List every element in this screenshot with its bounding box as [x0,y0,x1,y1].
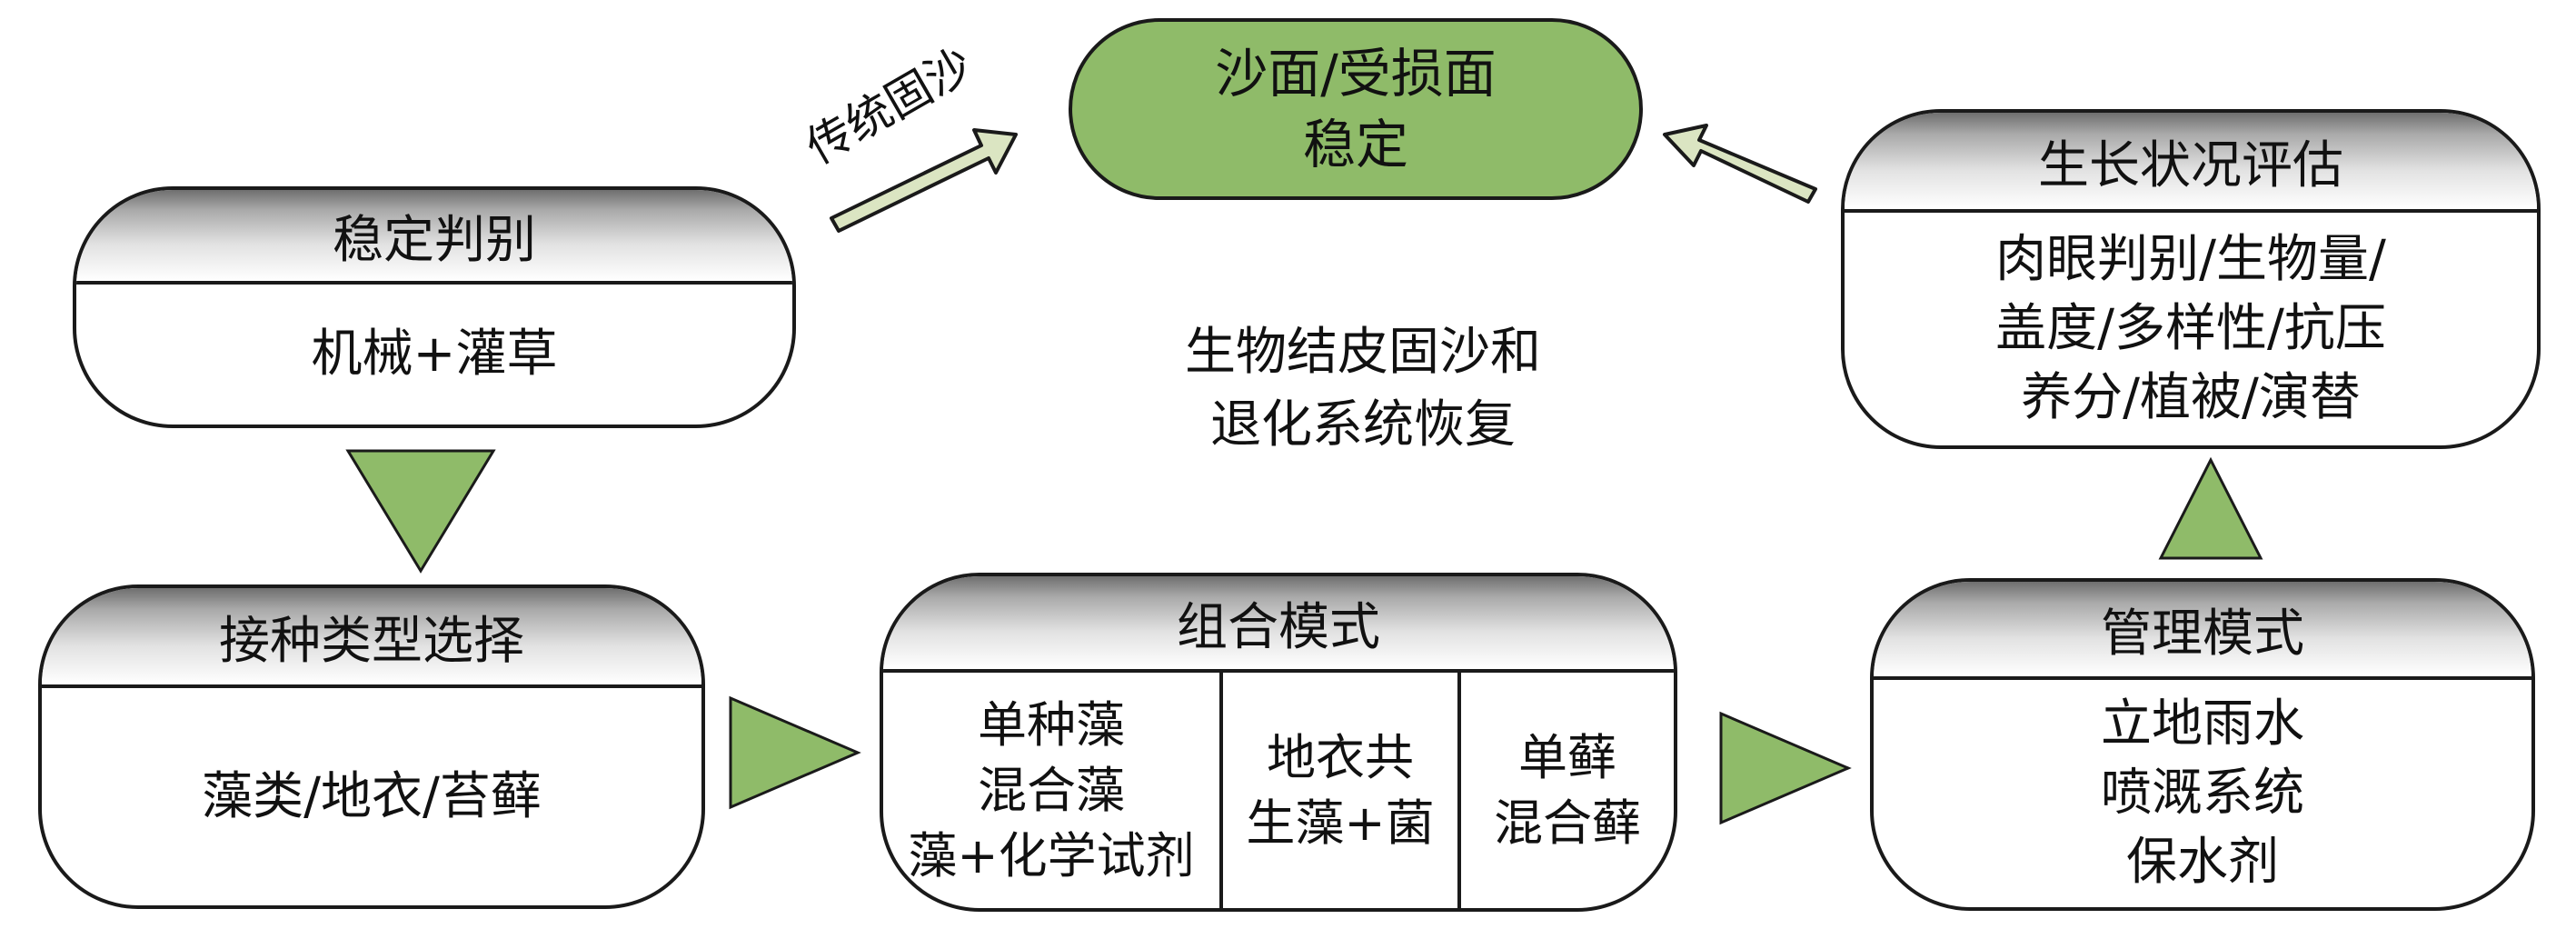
management-line-3: 保水剂 [2126,833,2279,892]
inoculation-title: 接种类型选择 [42,588,701,688]
management-line-2: 喷溉系统 [2101,764,2304,823]
growth-to-goal-arrow [1663,124,1817,204]
down-triangle [345,449,496,574]
right-triangle-1 [729,695,861,810]
goal-line-1: 沙面/受损面 [1215,43,1497,105]
center-caption: 生物结皮固沙和 退化系统恢复 [1072,316,1654,462]
combination-col-3-line-2: 混合藓 [1494,794,1641,852]
management-body: 立地雨水 喷溉系统 保水剂 [1874,680,2531,907]
inoculation-box: 接种类型选择 藻类/地衣/苔藓 [38,584,705,909]
growth-box: 生长状况评估 肉眼判别/生物量/ 盖度/多样性/抗压 养分/植被/演替 [1841,109,2541,449]
management-title: 管理模式 [1874,582,2531,680]
combination-col-3-line-1: 单藓 [1518,728,1616,786]
management-box: 管理模式 立地雨水 喷溉系统 保水剂 [1870,578,2535,911]
growth-line-2: 盖度/多样性/抗压 [1995,299,2386,358]
right-triangle-2 [1719,711,1852,825]
growth-line-1: 肉眼判别/生物量/ [1995,230,2386,289]
center-line-2: 退化系统恢复 [1210,395,1516,455]
goal-line-2: 稳定 [1302,114,1408,175]
management-line-1: 立地雨水 [2101,694,2304,754]
combination-col-1-line-1: 单种藻 [978,695,1125,754]
combination-box: 组合模式 单种藻 混合藻 藻+化学试剂 地衣共 生藻+菌 单藓 混合藓 [880,573,1677,912]
combination-col-3: 单藓 混合藓 [1457,673,1674,908]
stability-body: 机械+灌草 [76,285,792,425]
center-line-1: 生物结皮固沙和 [1185,323,1541,382]
inoculation-line-1: 藻类/地衣/苔藓 [202,766,542,826]
goal-node: 沙面/受损面 稳定 [1069,18,1643,200]
stability-line-1: 机械+灌草 [311,325,558,384]
growth-title: 生长状况评估 [1845,113,2537,213]
combination-col-2-line-1: 地衣共 [1267,728,1414,786]
stability-title: 稳定判别 [76,190,792,285]
combination-col-2-line-2: 生藻+菌 [1246,794,1435,852]
combination-title: 组合模式 [883,576,1674,673]
growth-line-3: 养分/植被/演替 [2021,368,2361,427]
combination-col-1-line-3: 藻+化学试剂 [908,826,1195,884]
traditional-arrow [830,128,1018,233]
inoculation-body: 藻类/地衣/苔藓 [42,688,701,905]
growth-body: 肉眼判别/生物量/ 盖度/多样性/抗压 养分/植被/演替 [1845,213,2537,445]
combination-col-2: 地衣共 生藻+菌 [1219,673,1457,908]
combination-columns: 单种藻 混合藻 藻+化学试剂 地衣共 生藻+菌 单藓 混合藓 [883,673,1674,908]
up-triangle [2158,456,2263,560]
combination-col-1: 单种藻 混合藻 藻+化学试剂 [883,673,1219,908]
combination-col-1-line-2: 混合藻 [978,761,1125,819]
stability-box: 稳定判别 机械+灌草 [73,186,796,428]
